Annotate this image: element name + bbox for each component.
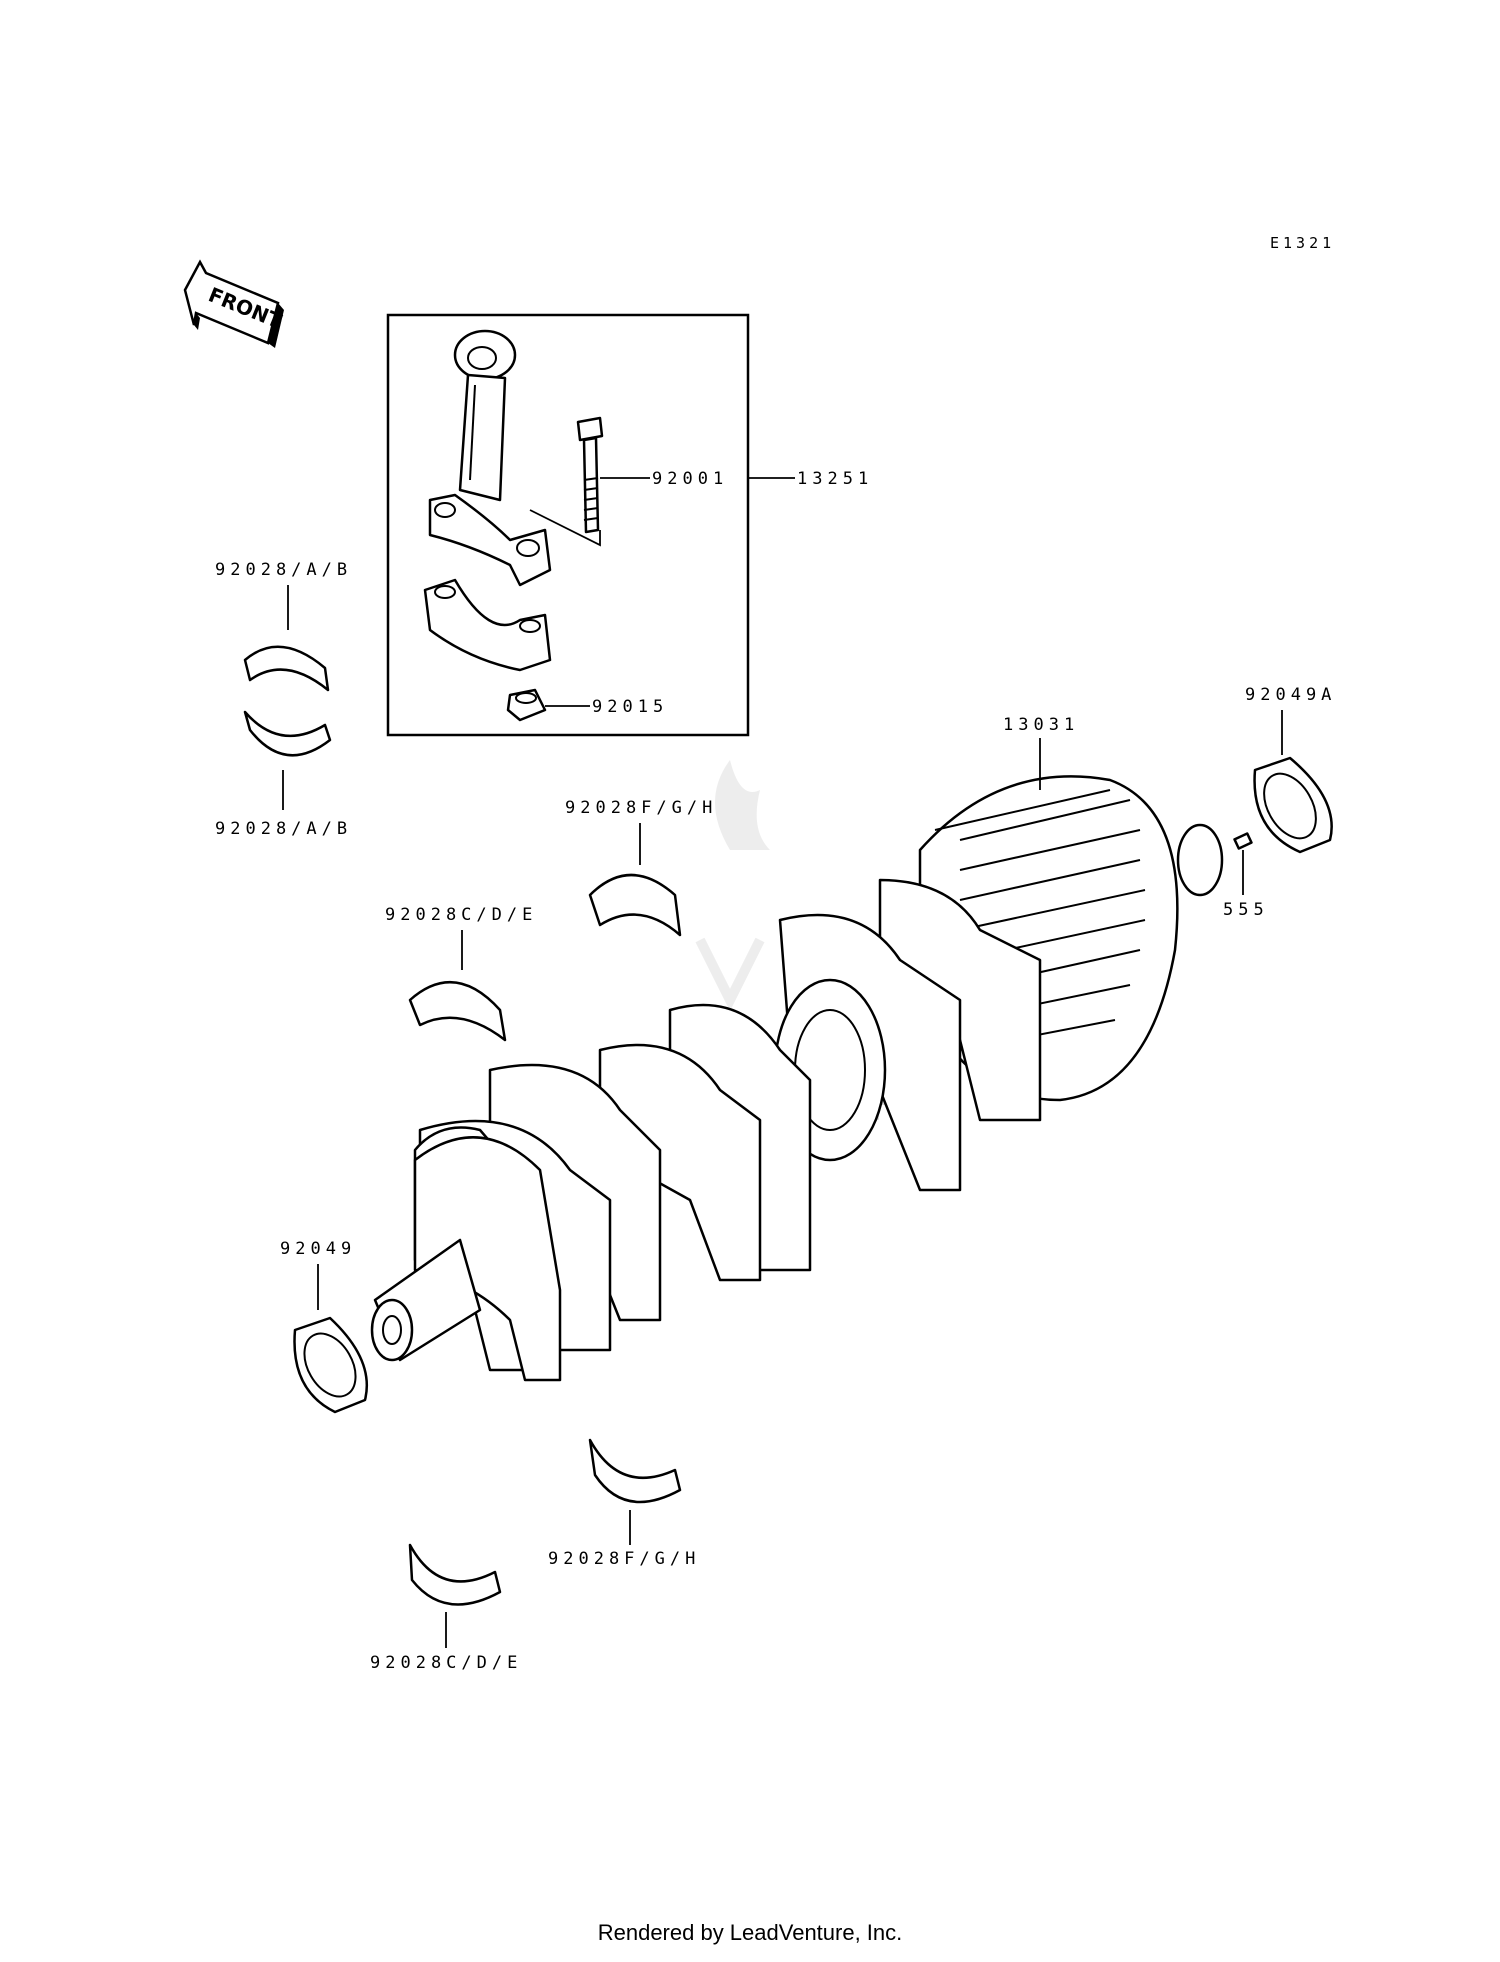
label-92028ab-top: 92028/A/B — [215, 560, 352, 580]
bearing-92028fgh-lower — [588, 1438, 682, 1504]
bolt-guide-line — [529, 509, 601, 547]
label-13251: 13251 — [797, 469, 873, 489]
front-arrow-icon: FRONT — [183, 259, 285, 348]
label-92028fgh-top: 92028F/G/H — [565, 798, 717, 818]
bearing-92028cde-upper — [408, 980, 507, 1042]
label-92001: 92001 — [652, 469, 728, 489]
crankshaft — [370, 775, 1224, 1382]
label-92049a: 92049A — [1245, 685, 1336, 705]
bearing-92028fgh-upper — [588, 873, 682, 937]
bearing-92028cde-lower — [408, 1543, 502, 1606]
conrod-bolt — [576, 416, 604, 534]
connecting-rod — [428, 329, 552, 587]
label-92028fgh-bottom: 92028F/G/H — [548, 1549, 700, 1569]
leadventure-watermark — [695, 760, 770, 1012]
label-92028cde-bottom: 92028C/D/E — [370, 1653, 522, 1673]
rod-cap — [423, 578, 552, 672]
diagram-code: E1321 — [1270, 234, 1335, 252]
label-555: 555 — [1223, 900, 1269, 920]
label-13031: 13031 — [1003, 715, 1079, 735]
conrod-assembly-box — [386, 313, 750, 737]
conrod-nut — [506, 688, 547, 722]
label-92028cde-top: 92028C/D/E — [385, 905, 537, 925]
bearing-92028ab-upper — [243, 645, 330, 692]
label-92049: 92049 — [280, 1239, 356, 1259]
oil-seal-92049 — [293, 1316, 369, 1414]
woodruff-key-555 — [1233, 832, 1253, 850]
label-92015: 92015 — [592, 697, 668, 717]
bearing-92028ab-lower — [243, 710, 332, 757]
label-92028ab-bottom: 92028/A/B — [215, 819, 352, 839]
render-credit: Rendered by LeadVenture, Inc. — [597, 1920, 903, 1945]
oil-seal-92049a — [1253, 756, 1333, 854]
